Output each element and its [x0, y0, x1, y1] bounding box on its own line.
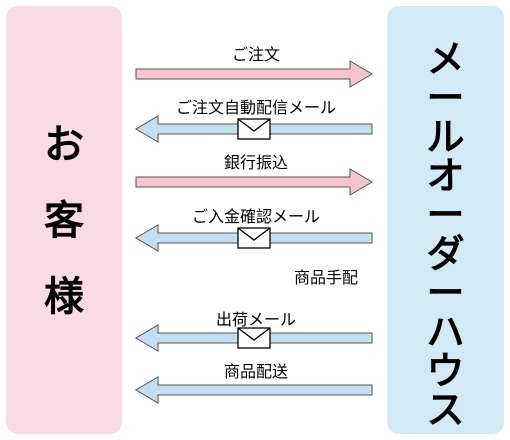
arrow-delivery — [135, 376, 373, 404]
customer-char: お — [44, 122, 84, 168]
mail-icon — [237, 327, 271, 349]
shop-char: ウ — [426, 349, 465, 393]
shop-char: ー — [426, 193, 465, 237]
shop-char: ル — [426, 115, 465, 159]
shop-char: ス — [426, 388, 465, 432]
flow-label-order: ご注文 — [231, 45, 280, 64]
mail-icon — [237, 227, 271, 249]
shop-char: オ — [426, 154, 465, 198]
shop-label: メ ー ル オ ー ダ ー ハ ウ ス — [387, 40, 504, 430]
customer-label: お 客 様 — [6, 119, 122, 323]
shop-char: ダ — [426, 232, 465, 276]
shop-char: ー — [426, 76, 465, 120]
flow-label-bank-transfer: 銀行振込 — [223, 153, 288, 172]
shop-panel: メ ー ル オ ー ダ ー ハ ウ ス — [387, 6, 504, 434]
customer-char: 様 — [44, 274, 84, 320]
shop-char: ハ — [426, 310, 465, 354]
flow-label-order-mail: ご注文自動配信メール — [175, 98, 336, 117]
shop-char: メ — [426, 37, 465, 81]
arrow-order — [135, 60, 373, 88]
mail-icon — [237, 118, 271, 140]
flow-label-payment-mail: ご入金確認メール — [191, 207, 320, 226]
step-label-arrange: 商品手配 — [294, 268, 359, 287]
customer-char: 客 — [44, 198, 84, 244]
flow-label-delivery: 商品配送 — [223, 362, 288, 381]
customer-panel: お 客 様 — [6, 6, 122, 434]
arrow-bank-transfer — [135, 168, 373, 196]
shop-char: ー — [426, 271, 465, 315]
flow-label-shipping-mail: 出荷メール — [215, 310, 296, 329]
